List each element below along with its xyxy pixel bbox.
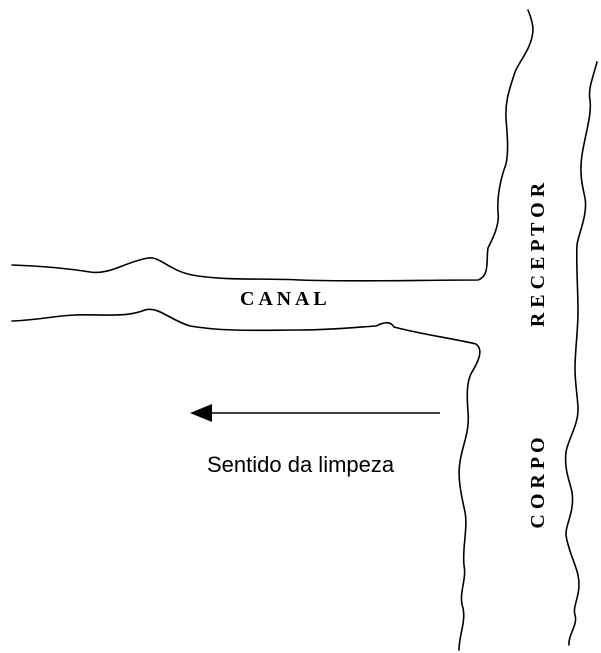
canal-upper-bank <box>11 9 534 282</box>
canal-label: C A N A L <box>240 288 327 310</box>
corpo-receptor-upper-label: R E C E P T O R <box>527 182 549 327</box>
cleaning-direction-arrowhead-icon <box>190 404 212 422</box>
receiving-body-right-bank <box>564 61 598 646</box>
canal-lower-bank <box>11 308 481 651</box>
cleaning-direction-label: Sentido da limpeza <box>207 452 395 477</box>
corpo-receptor-lower-label: C O R P O <box>527 437 549 528</box>
